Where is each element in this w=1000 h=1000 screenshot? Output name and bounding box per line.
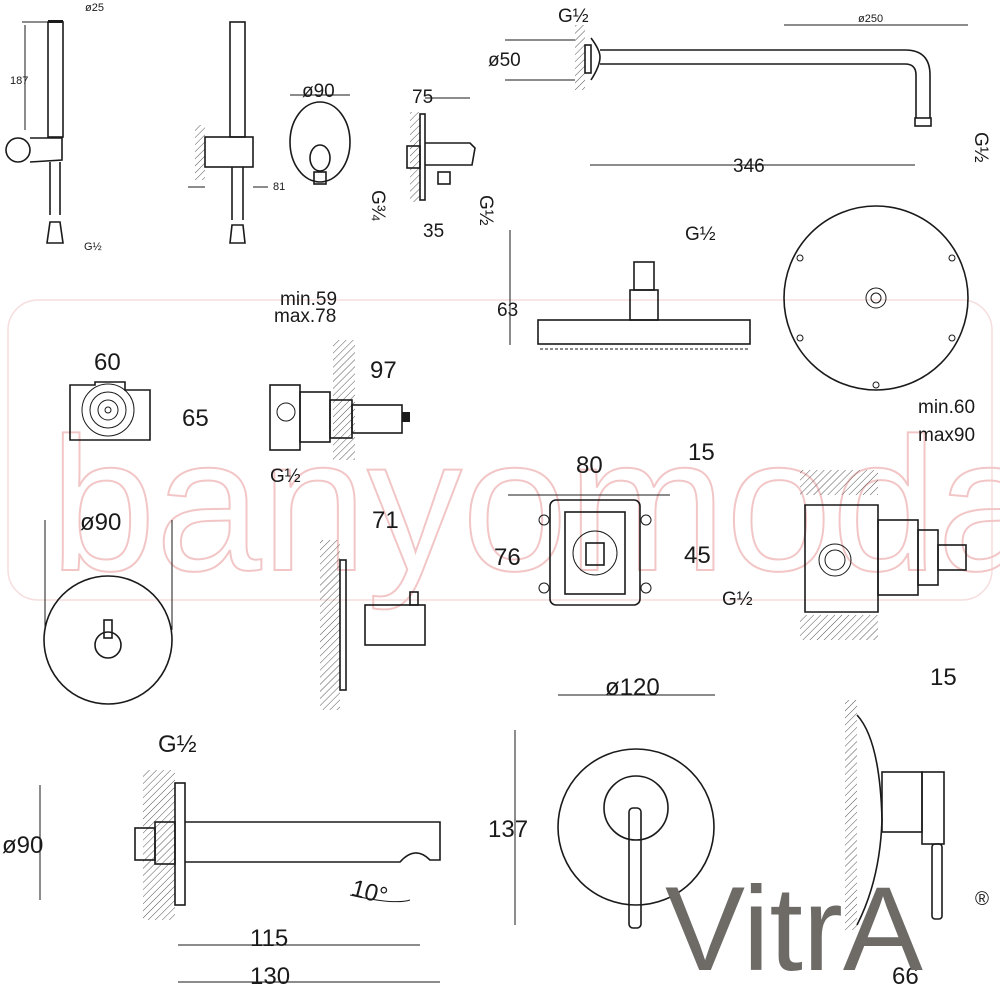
dim-elbow-depth: 75 [412, 87, 433, 108]
dim-mixer-depth-max: max90 [918, 425, 975, 446]
dim-diverter-width: 60 [94, 349, 121, 376]
dim-spout-thread: G½ [158, 731, 197, 758]
shower-arm-drawing [505, 25, 932, 166]
dim-mixer-top: 15 [688, 439, 715, 466]
dim-mixer-centre: 45 [684, 542, 711, 569]
dim-diverter-trim-rosette: ø90 [80, 509, 121, 536]
diverter-trim-drawing [43, 520, 426, 710]
dim-spout-angle: 10° [348, 875, 390, 910]
dim-hand-shower-length: 187 [10, 75, 28, 87]
dim-arm-thread-end: G½ [970, 132, 991, 163]
dim-arm-rosette: ø50 [488, 50, 521, 71]
diverter-body-side-drawing [269, 340, 410, 460]
dim-arm-thread-wall: G½ [558, 6, 589, 27]
diverter-body-front-drawing [69, 381, 151, 441]
spout-drawing [39, 770, 441, 983]
head-shower-top-drawing [783, 24, 969, 391]
mixer-body-side-drawing [800, 470, 967, 640]
dim-diverter-depth-min: min.59 [280, 289, 337, 310]
dim-holder-depth: 81 [273, 181, 285, 193]
dim-spout-rosette: ø90 [2, 832, 43, 859]
head-shower-side-drawing [509, 230, 751, 350]
dim-head-diameter: ø250 [858, 13, 883, 25]
dim-mixer-width: 80 [576, 452, 603, 479]
hand-shower-drawing [5, 20, 64, 244]
dim-diverter-depth-max: max.78 [274, 306, 336, 327]
dim-head-height: 63 [497, 300, 518, 321]
dim-elbow-thread-out: G½ [475, 195, 496, 226]
dim-spout-length: 130 [250, 963, 290, 990]
dim-hand-shower-thread: G½ [84, 241, 102, 253]
shower-holder-drawing [188, 21, 268, 244]
dim-mixer-depth-min: min.60 [918, 397, 975, 418]
dim-hand-shower-diameter: ø25 [85, 2, 104, 14]
registered-mark: ® [975, 889, 989, 910]
dim-diverter-height: 65 [182, 405, 209, 432]
dim-trim-depth: 66 [892, 963, 919, 990]
dim-trim-offset: 15 [930, 664, 957, 691]
dim-elbow-offset: 35 [423, 221, 444, 242]
outlet-elbow-side-drawing [406, 97, 476, 202]
watermark-frame [7, 299, 993, 601]
dim-diverter-trim-projection: 71 [372, 507, 399, 534]
mixer-trim-drawing [514, 694, 945, 930]
mixer-body-front-drawing [508, 494, 670, 606]
vitra-logo: VitrA [665, 862, 923, 996]
dim-diverter-stem: 97 [370, 357, 397, 384]
dim-trim-rosette: ø120 [605, 674, 660, 701]
dim-elbow-rosette: ø90 [302, 81, 335, 102]
dim-arm-length: 346 [733, 156, 765, 177]
dim-mixer-height: 76 [494, 544, 521, 571]
dim-diverter-thread: G½ [270, 466, 301, 487]
dim-spout-reach: 115 [250, 925, 288, 952]
dim-head-thread: G½ [685, 224, 716, 245]
dim-trim-height: 137 [488, 816, 528, 843]
dim-elbow-thread-in: G¾ [367, 190, 388, 222]
dim-mixer-thread: G½ [722, 589, 753, 610]
outlet-elbow-front-drawing [289, 94, 351, 185]
